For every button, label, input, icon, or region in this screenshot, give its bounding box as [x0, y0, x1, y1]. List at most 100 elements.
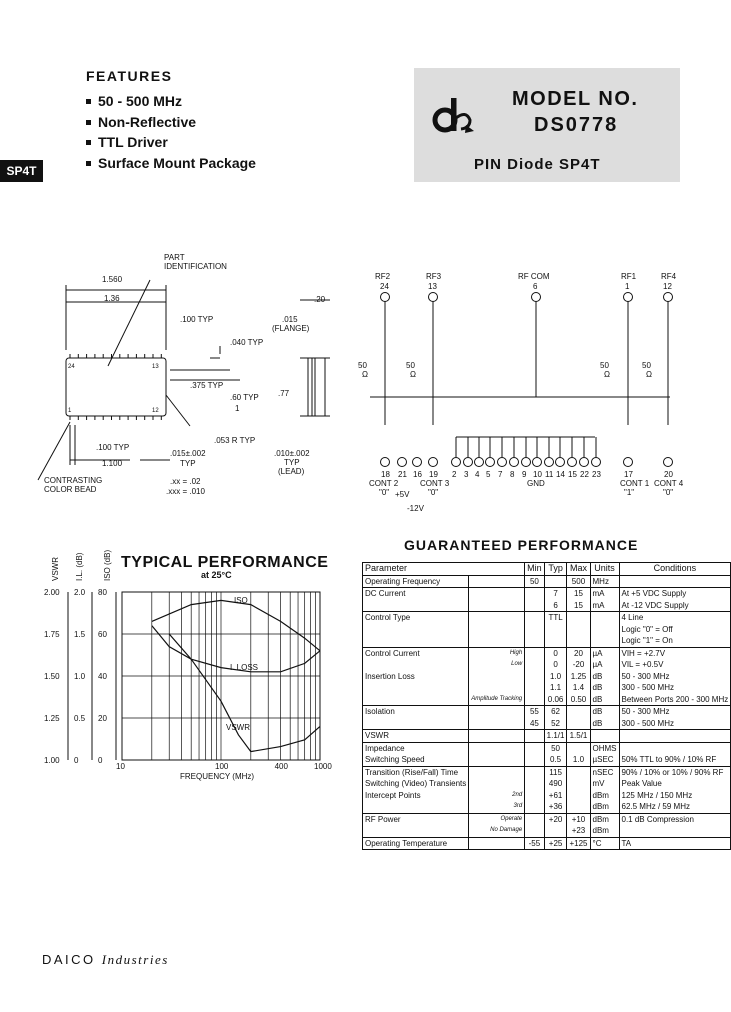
- typical-performance-title: TYPICAL PERFORMANCE: [121, 554, 329, 571]
- min-cell: [524, 729, 545, 742]
- model-number: DS0778: [534, 114, 619, 136]
- conditions-cell: Peak Value: [618, 778, 731, 790]
- typ-cell: +20: [543, 812, 568, 825]
- sub-cell: [468, 599, 526, 612]
- max-cell: 0.50: [566, 693, 591, 706]
- pin-connector: [663, 457, 673, 467]
- typ-cell: +61: [543, 789, 568, 801]
- max-cell: [566, 717, 591, 730]
- pin-number: 3: [464, 470, 469, 479]
- max-cell: [566, 789, 591, 801]
- flange-label: (FLANGE): [272, 324, 310, 333]
- typ-cell: 0.5: [543, 754, 568, 766]
- rf-port-connector: [663, 292, 673, 302]
- minus12v-label: -12V: [407, 504, 425, 513]
- typ-cell: +36: [543, 801, 568, 813]
- units-cell: [589, 623, 620, 635]
- x-tick-label: 100: [215, 762, 229, 771]
- feature-item: 50 - 500 MHz: [86, 91, 256, 112]
- port-rf4-pin: 12: [663, 282, 672, 291]
- sub-cell: [468, 729, 526, 742]
- pin-connector: [397, 457, 407, 467]
- conditions-cell: At -12 VDC Supply: [618, 599, 731, 612]
- param-cell: [361, 682, 470, 694]
- dim-375-typ: .375 TYP: [190, 381, 223, 390]
- y-tick-label: 2.00: [44, 588, 60, 597]
- param-cell: Control Current: [361, 646, 470, 659]
- conditions-cell: 0.1 dB Compression: [618, 812, 731, 825]
- pin-number: 10: [533, 470, 542, 479]
- sub-cell: [468, 754, 526, 766]
- sub-cell: Operate: [468, 812, 526, 825]
- min-cell: [524, 623, 545, 635]
- max-cell: 15: [566, 599, 591, 612]
- param-cell: Switching Speed: [361, 754, 470, 766]
- y-tick-label: 1.5: [74, 630, 86, 639]
- typ-cell: 0: [543, 659, 568, 671]
- max-cell: [566, 778, 591, 790]
- pin-connector: [412, 457, 422, 467]
- min-cell: -55: [524, 836, 545, 850]
- cont3-label: CONT 3: [420, 479, 450, 488]
- conditions-cell: VIH = +2.7V: [618, 646, 731, 659]
- y-tick-label: 40: [98, 672, 107, 681]
- package-outline-drawing: 1.560 1.36 .100 TYP .040 TYP .375 TYP .6…: [37, 253, 330, 496]
- min-cell: [524, 741, 545, 754]
- side-tab: SP4T: [0, 160, 43, 182]
- model-box: MODEL NO. DS0778 PIN Diode SP4T: [414, 68, 680, 182]
- resistor-label: 50: [600, 361, 609, 370]
- sub-cell: No Damage: [468, 825, 526, 837]
- port-rf3-label: RF3: [426, 272, 442, 281]
- y-tick-label: 80: [98, 588, 107, 597]
- y-tick-label: 0: [74, 756, 79, 765]
- max-cell: +23: [566, 825, 591, 837]
- units-cell: nSEC: [589, 765, 620, 778]
- dim-1: 1: [235, 404, 240, 413]
- cont4-value: "0": [663, 488, 673, 497]
- param-cell: [361, 599, 470, 612]
- dim-015-flange: .015: [282, 315, 298, 324]
- pin-number: 8: [510, 470, 515, 479]
- sub-cell: 3rd: [468, 801, 526, 813]
- typ-cell: 7: [543, 587, 568, 600]
- param-cell: Insertion Loss: [361, 670, 470, 682]
- units-cell: µA: [589, 659, 620, 671]
- typ-cell: 0: [543, 646, 568, 659]
- typ-cell: [543, 825, 568, 837]
- units-cell: dBm: [589, 812, 620, 825]
- sub-cell: [468, 778, 526, 790]
- units-cell: OHMS: [589, 741, 620, 754]
- pin-number: 16: [413, 470, 422, 479]
- conditions-cell: 300 - 500 MHz: [618, 682, 731, 694]
- max-cell: 20: [566, 646, 591, 659]
- pin-connector: [544, 457, 554, 467]
- resistor-label: 50: [406, 361, 415, 370]
- pin-connector: [509, 457, 519, 467]
- resistor-label: 50: [358, 361, 367, 370]
- units-cell: dB: [589, 705, 620, 718]
- max-cell: +10: [566, 812, 591, 825]
- max-cell: +125: [566, 836, 591, 850]
- cont1-value: "1": [624, 488, 634, 497]
- tolerance-xx: .xx = .02: [170, 477, 201, 486]
- pin-connector: [428, 457, 438, 467]
- units-cell: dB: [589, 693, 620, 706]
- rf-port-connector: [380, 292, 390, 302]
- min-cell: [524, 693, 545, 706]
- units-cell: µA: [589, 646, 620, 659]
- table-header-row: Parameter Min Typ Max Units Conditions: [361, 562, 731, 576]
- pin-number: 20: [664, 470, 673, 479]
- units-cell: dBm: [589, 825, 620, 837]
- typ-cell: 6: [543, 599, 568, 612]
- cont2-label: CONT 2: [369, 479, 399, 488]
